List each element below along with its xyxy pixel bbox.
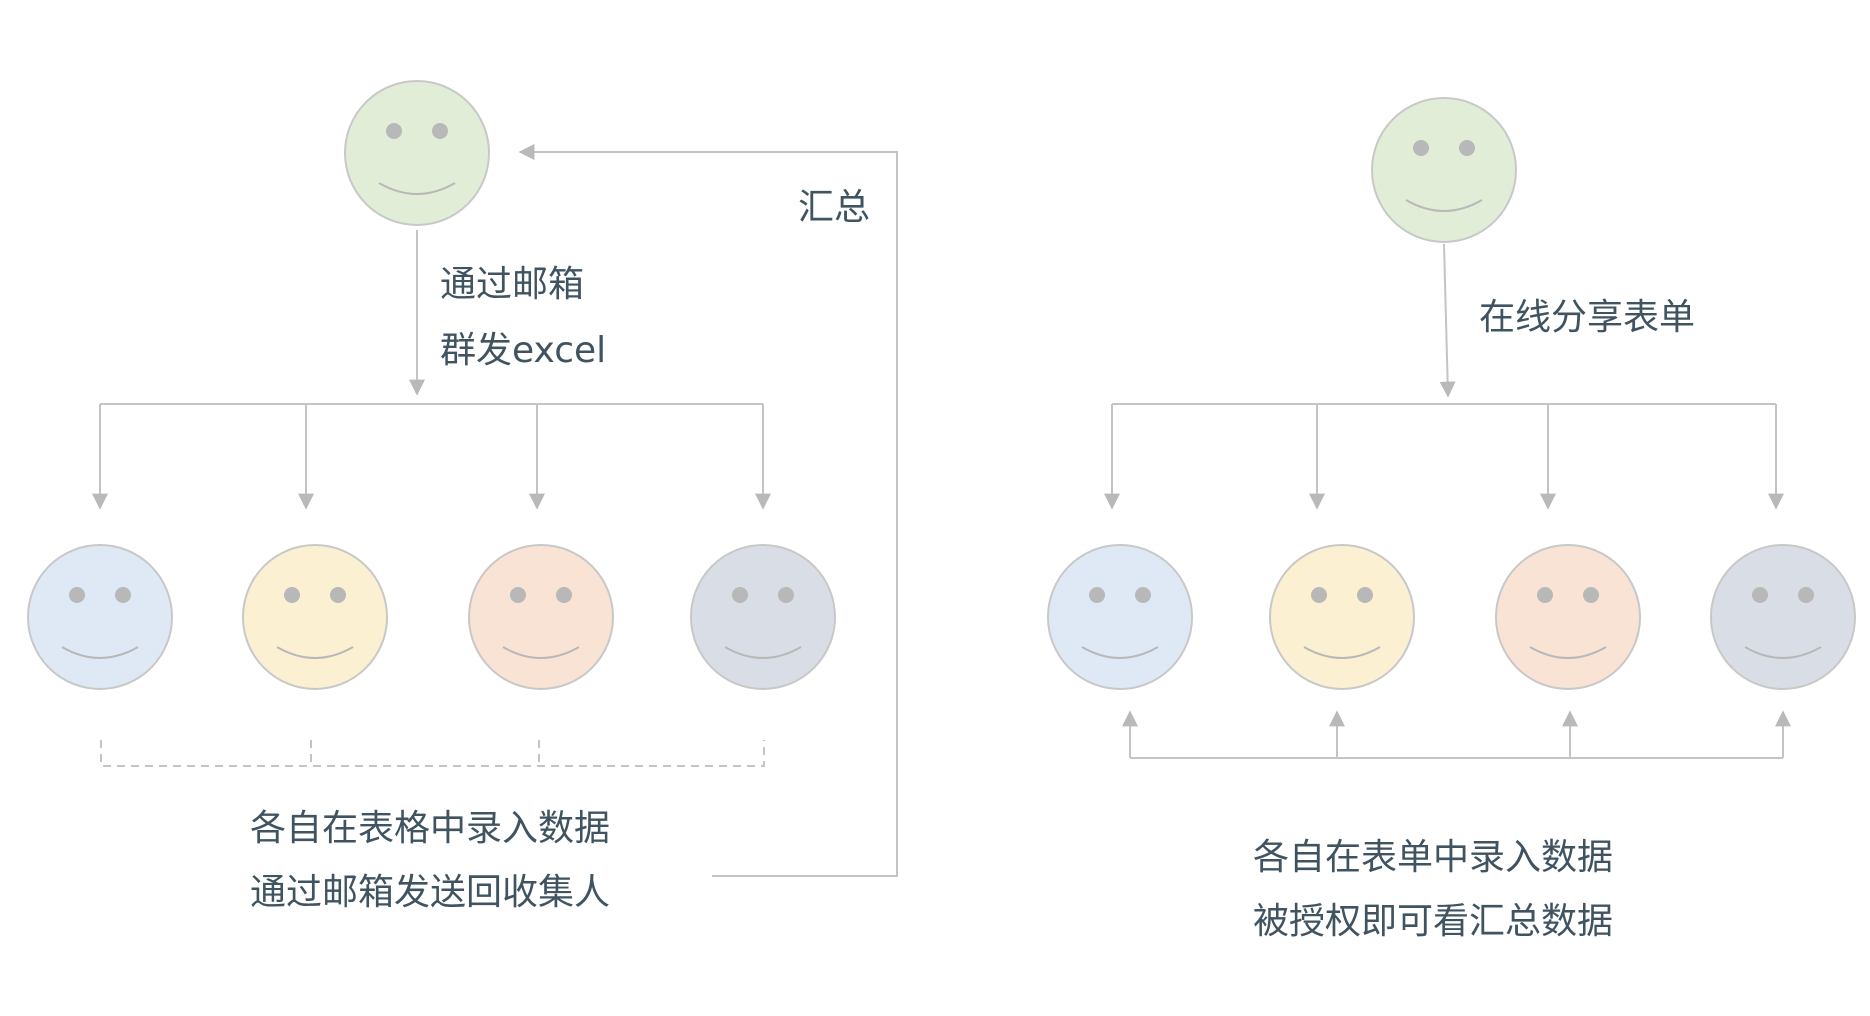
right-participant-face-1 (1047, 544, 1193, 690)
right-participant-face-4 (1710, 544, 1856, 690)
left-return-arrow (518, 144, 898, 877)
left-flow (92, 144, 898, 877)
left-participant-face-2 (242, 544, 388, 690)
left-send-label-line1: 通过邮箱 (440, 264, 584, 305)
right-bottom-text-line1: 各自在表单中录入数据 (1253, 837, 1613, 878)
right-share-label: 在线分享表单 (1479, 297, 1695, 338)
left-participant-face-4 (690, 544, 836, 690)
left-participant-face-1 (27, 544, 173, 690)
left-collect-label: 汇总 (798, 187, 870, 228)
left-collector-face (344, 80, 490, 226)
left-send-label-line2: 群发excel (440, 330, 606, 371)
left-bottom-text-line1: 各自在表格中录入数据 (250, 808, 610, 849)
left-dashed-bracket (100, 740, 765, 767)
right-bottom-text-line2: 被授权即可看汇总数据 (1253, 901, 1613, 942)
right-share-arrow (1439, 243, 1456, 398)
left-bottom-text-line2: 通过邮箱发送回收集人 (250, 872, 610, 913)
right-collector-face (1371, 97, 1517, 243)
right-participant-face-3 (1495, 544, 1641, 690)
right-participant-face-2 (1269, 544, 1415, 690)
left-participant-face-3 (468, 544, 614, 690)
right-flow (1104, 243, 1791, 759)
